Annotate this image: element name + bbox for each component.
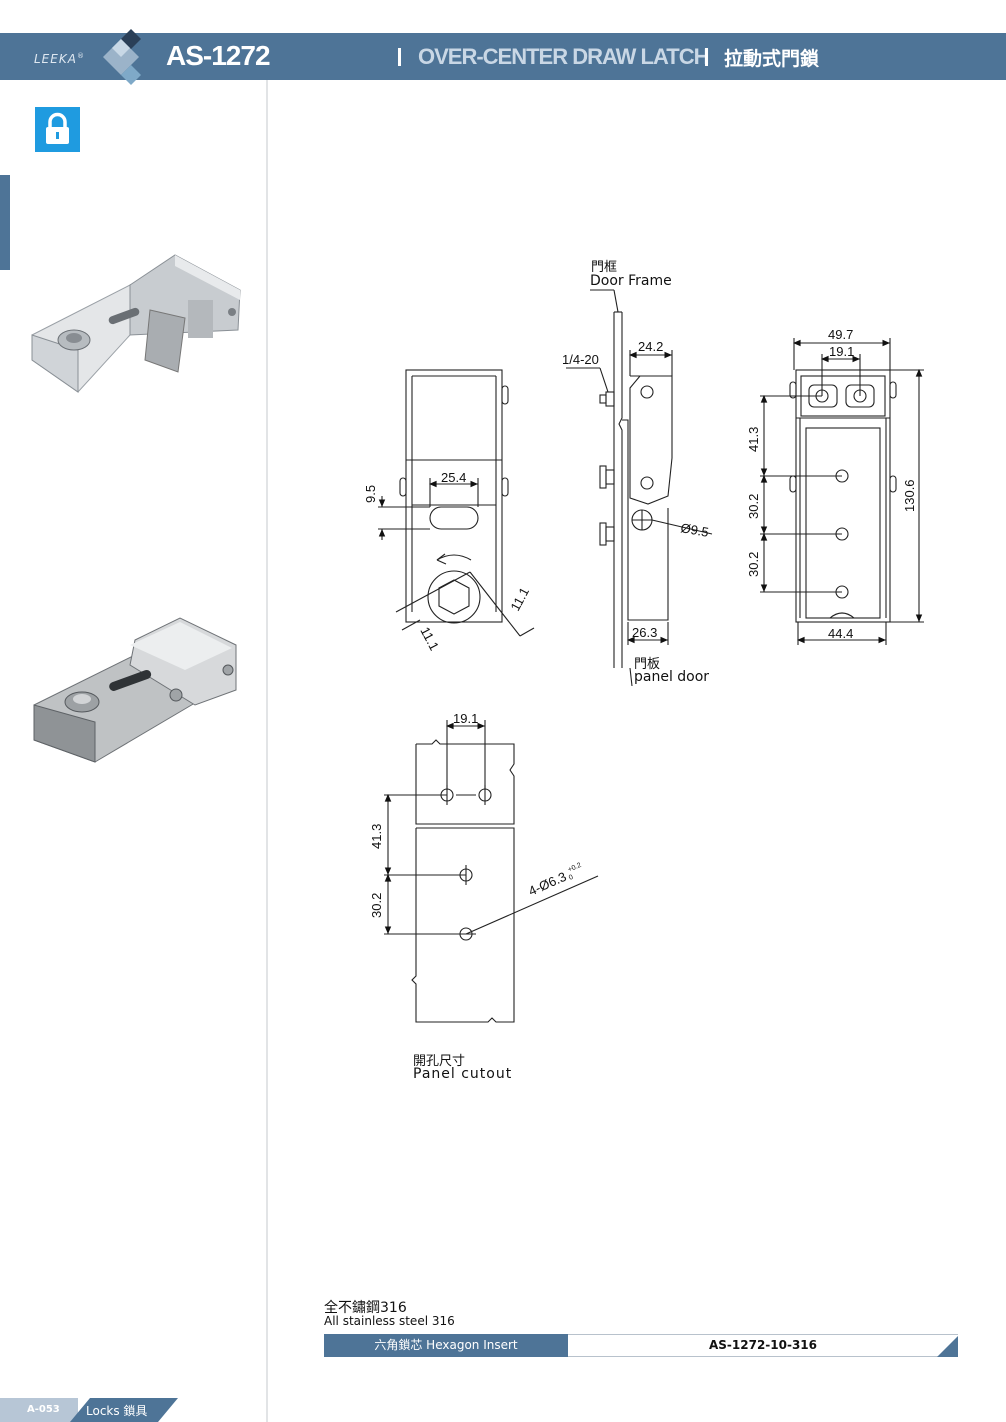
section-name: Locks 鎖具 xyxy=(86,1404,148,1418)
side-view xyxy=(566,289,713,687)
product-photo-stainless xyxy=(33,617,237,763)
door-frame-label-en: Door Frame xyxy=(590,273,672,289)
dim-side-hole: Ø9.5 xyxy=(679,520,709,540)
footer-section-tab xyxy=(70,1398,178,1422)
cutout-label-en: Panel cutout xyxy=(413,1066,513,1082)
title-separator xyxy=(705,48,708,66)
dim-right-v1: 41.3 xyxy=(746,427,761,452)
category-badge xyxy=(35,107,80,152)
dim-slot-height: 9.5 xyxy=(363,485,378,503)
material-zh: 全不鏽鋼316 xyxy=(324,1300,407,1316)
dim-cutout-holes: 4-Ø6.3 xyxy=(526,869,568,899)
front-view xyxy=(378,369,535,637)
door-frame-label-zh: 門框 xyxy=(591,260,618,275)
dim-cutout-v1: 41.3 xyxy=(369,824,384,849)
dim-hole-pitch: 19.1 xyxy=(829,344,854,359)
product-photos xyxy=(31,254,241,763)
title-english: OVER-CENTER DRAW LATCH xyxy=(418,44,709,69)
panel-cutout-view xyxy=(384,720,599,1023)
model-number: AS-1272 xyxy=(166,40,271,71)
dim-hex-a: 11.1 xyxy=(507,585,532,614)
panel-door-label-zh: 門板 xyxy=(634,657,661,672)
dim-cutout-pitch: 19.1 xyxy=(453,711,478,726)
dim-total-height: 130.6 xyxy=(902,479,917,512)
dim-side-top: 24.2 xyxy=(638,339,663,354)
dim-base-width: 44.4 xyxy=(828,626,853,641)
footer-page-tab xyxy=(0,1398,78,1422)
column-divider xyxy=(266,80,268,1422)
header-bar xyxy=(0,33,1006,80)
title-separator xyxy=(398,48,401,66)
dim-cutout-tol-low: 0 xyxy=(568,874,575,882)
order-code-cell: AS-1272-10-316 xyxy=(568,1334,958,1357)
rear-view xyxy=(760,338,924,645)
material-en: All stainless steel 316 xyxy=(324,1314,455,1328)
cutout-label-zh: 開孔尺寸 xyxy=(413,1054,466,1069)
dim-right-v2: 30.2 xyxy=(746,494,761,519)
page-number: A-053 xyxy=(27,1404,60,1415)
dim-cutout-v2: 30.2 xyxy=(369,893,384,918)
insert-type-cell: 六角鎖芯 Hexagon Insert xyxy=(324,1334,568,1357)
dim-total-width: 49.7 xyxy=(828,327,853,342)
dim-hex-b: 11.1 xyxy=(417,624,442,653)
side-tab-marker xyxy=(0,175,10,270)
padlock-icon xyxy=(46,112,69,144)
dim-thread: 1/4-20 xyxy=(562,352,599,367)
dim-side-bottom: 26.3 xyxy=(632,625,657,640)
product-photo-grey xyxy=(31,254,241,393)
title-chinese: 拉動式門鎖 xyxy=(724,48,820,70)
dim-cutout-tol: +0.2 xyxy=(567,862,583,874)
panel-door-label-en: panel door xyxy=(634,669,710,685)
dim-right-v3: 30.2 xyxy=(746,552,761,577)
brand-name: LEEKA® xyxy=(34,52,85,66)
dim-slot-width: 25.4 xyxy=(441,470,466,485)
